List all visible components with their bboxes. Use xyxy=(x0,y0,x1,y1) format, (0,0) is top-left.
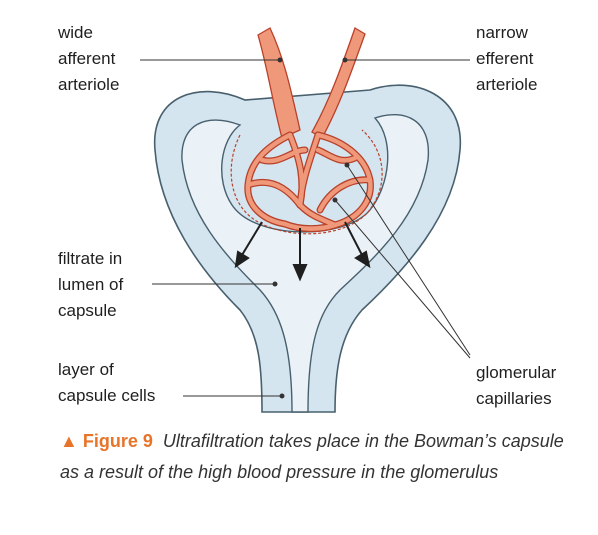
caption-triangle-icon: ▲ xyxy=(60,431,78,451)
arrow-left xyxy=(241,221,263,256)
label-afferent-arteriole: wide afferent arteriole xyxy=(58,23,120,94)
arrow-right xyxy=(344,221,363,256)
label-glomerular-capillaries: glomerular capillaries xyxy=(476,363,557,408)
label-filtrate: filtrate in lumen of capsule xyxy=(58,249,124,320)
arrow-left-head xyxy=(234,250,250,269)
caption-figure-number: Figure 9 xyxy=(82,431,153,451)
arrow-middle-head xyxy=(292,264,308,282)
afferent-arteriole xyxy=(257,27,301,139)
filtration-arrows xyxy=(234,221,371,282)
figure-caption: ▲ Figure 9 Ultrafiltration takes place i… xyxy=(60,426,580,488)
leader-lines xyxy=(140,57,471,399)
caption-text: Ultrafiltration takes place in the Bowma… xyxy=(60,431,564,482)
label-capsule-cells: layer of capsule cells xyxy=(58,360,156,405)
glomerulus-boundary xyxy=(230,129,383,235)
glomerular-capillary-fill xyxy=(245,132,373,231)
label-efferent-arteriole: narrow efferent arteriole xyxy=(476,23,538,94)
arrow-right-head xyxy=(354,250,371,269)
bowmans-capsule-diagram xyxy=(140,27,471,413)
